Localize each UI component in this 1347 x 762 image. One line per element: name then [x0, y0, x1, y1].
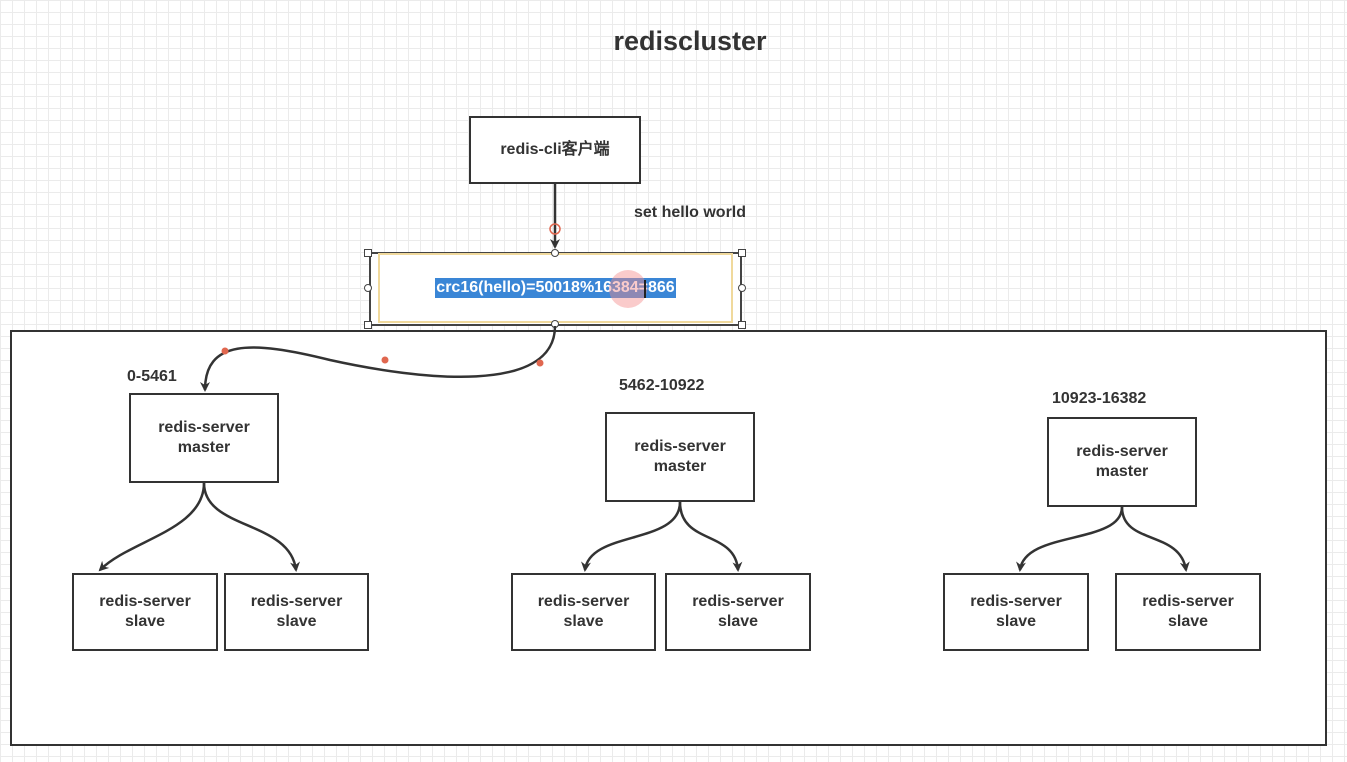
node-line2: slave: [124, 613, 166, 630]
shard-range-label: 10923-16382: [1052, 390, 1147, 407]
resize-handle-bottom-left[interactable]: [364, 321, 372, 329]
slave-node[interactable]: redis-server slave: [665, 573, 811, 651]
curve-control-point[interactable]: [536, 359, 544, 367]
master-to-slave-arrow[interactable]: [678, 501, 743, 572]
node-line1: redis-server: [537, 593, 630, 610]
node-line1: redis-server: [692, 593, 784, 610]
client-node-label: redis-cli客户端: [500, 141, 610, 158]
mouse-cursor-highlight: [609, 270, 647, 308]
node-line1: redis-server: [250, 593, 343, 610]
master-to-slave-arrow[interactable]: [202, 482, 300, 572]
node-line2: master: [177, 439, 231, 456]
node-line2: slave: [1167, 613, 1209, 630]
node-line1: redis-server: [970, 593, 1062, 610]
master-to-slave-arrow[interactable]: [1016, 506, 1124, 572]
resize-handle-top-left[interactable]: [364, 249, 372, 257]
client-node[interactable]: redis-cli客户端: [469, 116, 641, 184]
connection-point-left[interactable]: [364, 284, 372, 292]
slave-node[interactable]: redis-server slave: [1115, 573, 1261, 651]
master-to-slave-arrow[interactable]: [1120, 506, 1190, 572]
node-line2: master: [1095, 463, 1149, 480]
connection-point-right[interactable]: [738, 284, 746, 292]
hash-formula-text[interactable]: crc16(hello)=50018%16384=866: [435, 278, 676, 298]
shard-range-label: 5462-10922: [619, 377, 705, 394]
master-to-slave-arrow[interactable]: [98, 482, 206, 572]
node-line2: master: [653, 458, 707, 475]
master-to-slave-arrow[interactable]: [581, 501, 682, 572]
connection-point-top[interactable]: [551, 249, 559, 257]
command-label: set hello world: [634, 204, 747, 221]
slave-node[interactable]: redis-server slave: [511, 573, 656, 651]
curve-control-point[interactable]: [381, 356, 389, 364]
node-line2: slave: [995, 613, 1037, 630]
slave-node[interactable]: redis-server slave: [943, 573, 1089, 651]
node-line1: redis-server: [634, 438, 726, 455]
resize-handle-top-right[interactable]: [738, 249, 746, 257]
master-node[interactable]: redis-server master: [1047, 417, 1197, 507]
node-line1: redis-server: [99, 593, 191, 610]
arrow-endpoint-marker[interactable]: [549, 223, 561, 235]
cluster-container[interactable]: [10, 330, 1327, 746]
hash-to-shard1-arrow[interactable]: [200, 325, 557, 392]
node-line2: slave: [276, 613, 317, 630]
shard-range-label: 0-5461: [127, 368, 177, 385]
diagram-title: rediscluster: [613, 26, 767, 56]
slave-node[interactable]: redis-server slave: [224, 573, 369, 651]
resize-handle-bottom-right[interactable]: [738, 321, 746, 329]
node-line1: redis-server: [1076, 443, 1168, 460]
curve-control-point[interactable]: [221, 347, 229, 355]
node-line1: redis-server: [1142, 593, 1234, 610]
text-caret: [644, 280, 646, 298]
master-node[interactable]: redis-server master: [129, 393, 279, 483]
node-line2: slave: [717, 613, 759, 630]
master-node[interactable]: redis-server master: [605, 412, 755, 502]
slave-node[interactable]: redis-server slave: [72, 573, 218, 651]
node-line2: slave: [563, 613, 604, 630]
node-line1: redis-server: [158, 419, 250, 436]
